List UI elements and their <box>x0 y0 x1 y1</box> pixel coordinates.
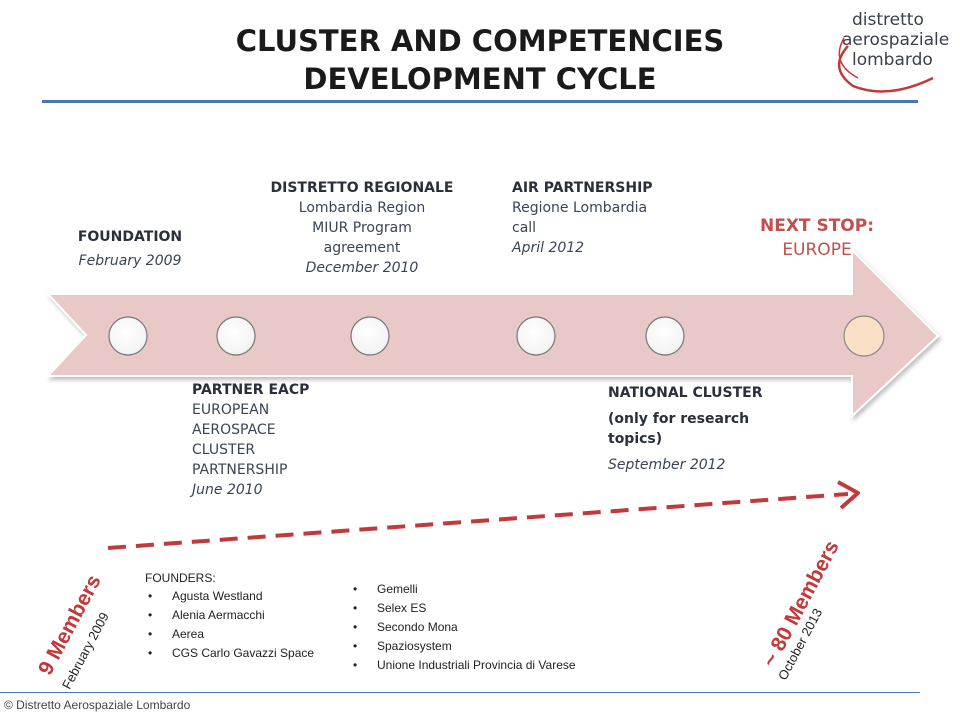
next-stop-heading: NEXT STOP: <box>759 216 874 236</box>
founder-item: Secondo Mona <box>350 618 650 637</box>
logo-text-line-3: lombardo <box>852 50 933 70</box>
founder-item: Unione Industriali Provincia di Varese <box>350 656 650 675</box>
national-cluster-date: September 2012 <box>608 457 726 473</box>
founder-item: Selex ES <box>350 599 650 618</box>
air-partnership-date: April 2012 <box>512 240 585 256</box>
distretto-regionale-date: December 2010 <box>305 260 419 276</box>
milestone-circle-air-partnership <box>516 316 556 356</box>
founder-item: Gemelli <box>350 580 650 599</box>
national-cluster-sub: (only for research topics) <box>608 411 750 447</box>
footer-copyright: © Distretto Aerospaziale Lombardo <box>4 698 191 712</box>
national-cluster-heading: NATIONAL CLUSTER <box>608 385 763 401</box>
timeline-arrow <box>45 247 940 419</box>
air-partnership-line-1: Regione Lombardia <box>512 200 648 216</box>
founder-item: Alenia Aermacchi <box>145 606 355 625</box>
growth-trend-arrowhead <box>837 480 860 510</box>
air-partnership-heading: AIR PARTNERSHIP <box>512 180 653 196</box>
foundation-date: February 2009 <box>78 253 182 269</box>
logo: distretto aerospaziale lombardo <box>808 8 950 98</box>
title-line-1: CLUSTER AND COMPETENCIES <box>235 24 725 58</box>
milestone-circle-next-stop <box>843 315 885 357</box>
milestone-national-cluster: NATIONAL CLUSTER (only for research topi… <box>608 383 778 475</box>
milestone-circle-foundation <box>108 316 148 356</box>
milestone-foundation: FOUNDATION February 2009 <box>60 227 200 271</box>
milestone-circle-national-cluster <box>645 316 685 356</box>
milestone-next-stop: NEXT STOP: EUROPE <box>742 214 892 262</box>
milestone-air-partnership: AIR PARTNERSHIP Regione Lombardia call A… <box>512 178 692 258</box>
page-title: CLUSTER AND COMPETENCIES DEVELOPMENT CYC… <box>170 22 790 98</box>
partner-eacp-heading: PARTNER EACP <box>192 382 310 398</box>
distretto-regionale-heading: DISTRETTO REGIONALE <box>270 180 454 196</box>
founders-list: FOUNDERS: Agusta Westland Alenia Aermacc… <box>145 569 355 663</box>
title-line-2: DEVELOPMENT CYCLE <box>303 62 657 96</box>
logo-swoosh-icon <box>838 37 934 93</box>
title-divider <box>42 100 918 103</box>
founder-item: CGS Carlo Gavazzi Space <box>145 644 355 663</box>
partner-eacp-line-2: AEROSPACE <box>192 422 276 438</box>
partner-eacp-line-3: CLUSTER <box>192 442 256 458</box>
founder-item: Spaziosystem <box>350 637 650 656</box>
founder-item: Aerea <box>145 625 355 644</box>
distretto-regionale-line-2: MIUR Program <box>312 220 412 236</box>
milestone-distretto-regionale: DISTRETTO REGIONALE Lombardia Region MIU… <box>262 178 462 278</box>
founders-list-2: Gemelli Selex ES Secondo Mona Spaziosyst… <box>350 580 650 675</box>
footer-divider <box>0 692 920 693</box>
next-stop-sub: EUROPE <box>782 240 852 260</box>
distretto-regionale-line-1: Lombardia Region <box>298 200 426 216</box>
partner-eacp-line-4: PARTNERSHIP <box>192 462 288 478</box>
founders-label: FOUNDERS: <box>145 571 216 585</box>
logo-text-line-2: aerospaziale <box>842 30 950 50</box>
growth-trend-dashed-line <box>107 492 849 550</box>
founder-item: Agusta Westland <box>145 587 355 606</box>
foundation-heading: FOUNDATION <box>77 229 183 245</box>
partner-eacp-line-1: EUROPEAN <box>192 402 270 418</box>
distretto-regionale-line-3: agreement <box>323 240 401 256</box>
logo-text-line-1: distretto <box>852 10 924 30</box>
milestone-circle-distretto-regionale <box>350 316 390 356</box>
partner-eacp-date: June 2010 <box>192 482 263 498</box>
air-partnership-line-2: call <box>512 220 537 236</box>
milestone-circle-partner-eacp <box>216 316 256 356</box>
milestone-partner-eacp: PARTNER EACP EUROPEAN AEROSPACE CLUSTER … <box>192 380 352 500</box>
